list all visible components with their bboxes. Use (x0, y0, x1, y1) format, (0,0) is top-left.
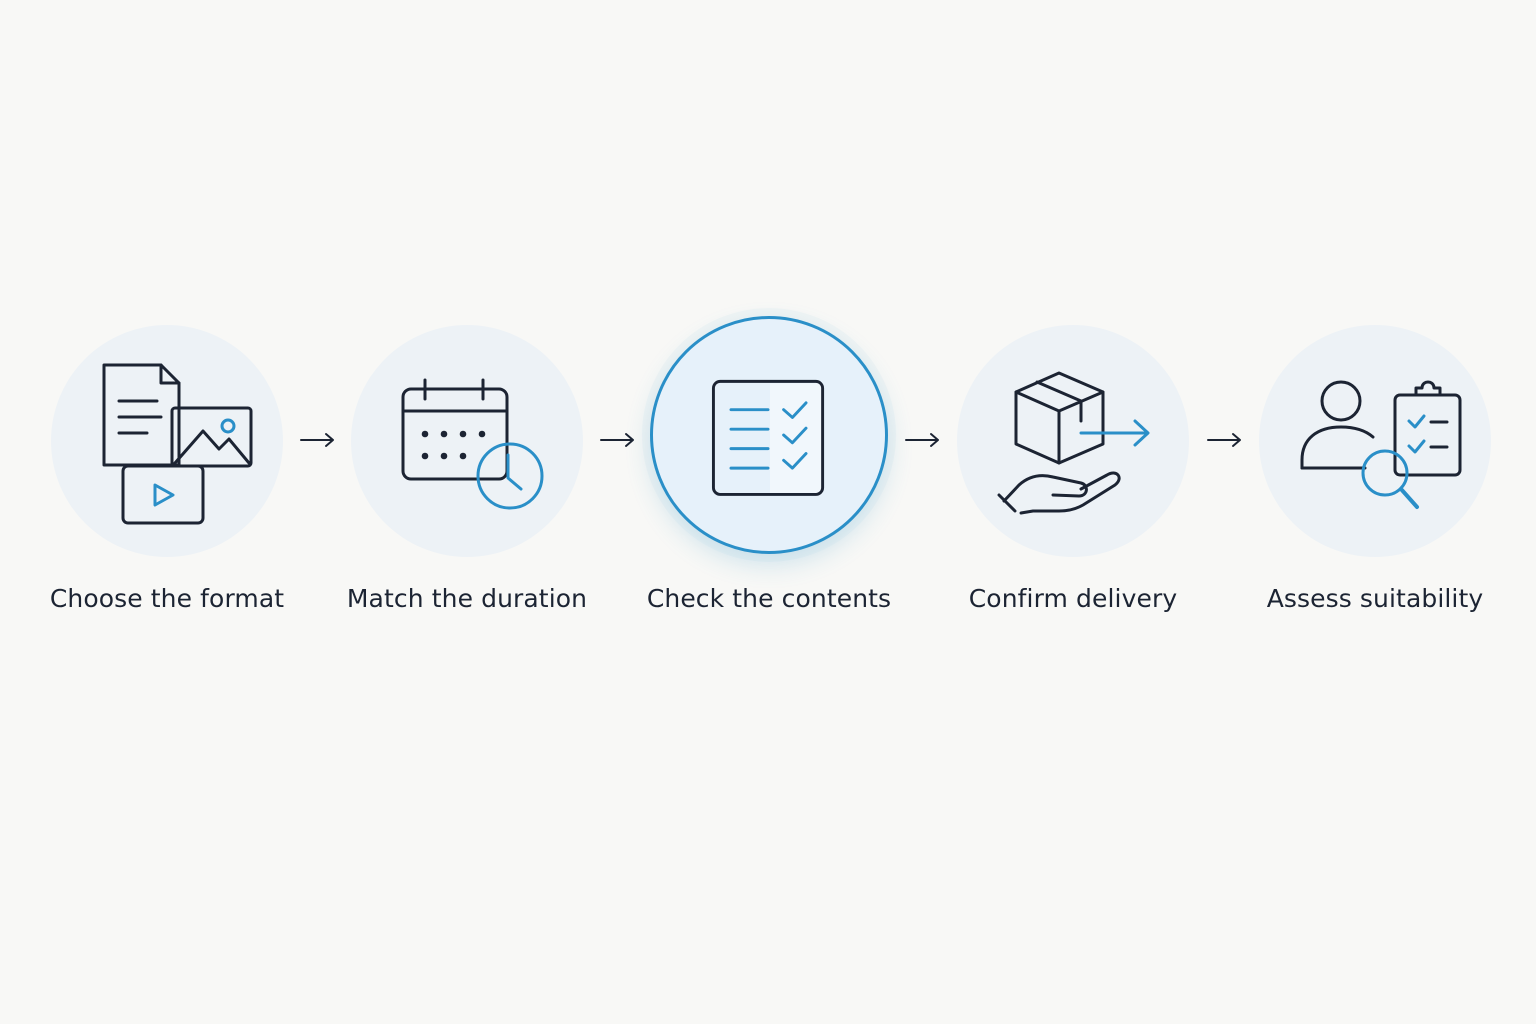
step-2-circle (351, 325, 583, 557)
step-1-label: Choose the format (49, 584, 285, 613)
document-image-video-icon (102, 363, 253, 525)
arrow-2-icon (598, 428, 638, 452)
step-3-circle (650, 316, 888, 554)
arrow-1-icon (298, 428, 338, 452)
step-1-circle (51, 325, 283, 557)
person-clipboard-magnifier-icon (1300, 380, 1462, 509)
step-2-label: Match the duration (346, 584, 588, 613)
package-hand-arrow-icon (997, 371, 1150, 515)
checklist-icon (711, 379, 825, 496)
step-3-label: Check the contents (646, 584, 892, 613)
step-5-label: Assess suitability (1266, 584, 1484, 613)
calendar-clock-icon (401, 378, 544, 510)
step-4-label: Confirm delivery (968, 584, 1178, 613)
arrow-4-icon (1205, 428, 1245, 452)
arrow-3-icon (903, 428, 943, 452)
step-5-circle (1259, 325, 1491, 557)
step-4-circle (957, 325, 1189, 557)
